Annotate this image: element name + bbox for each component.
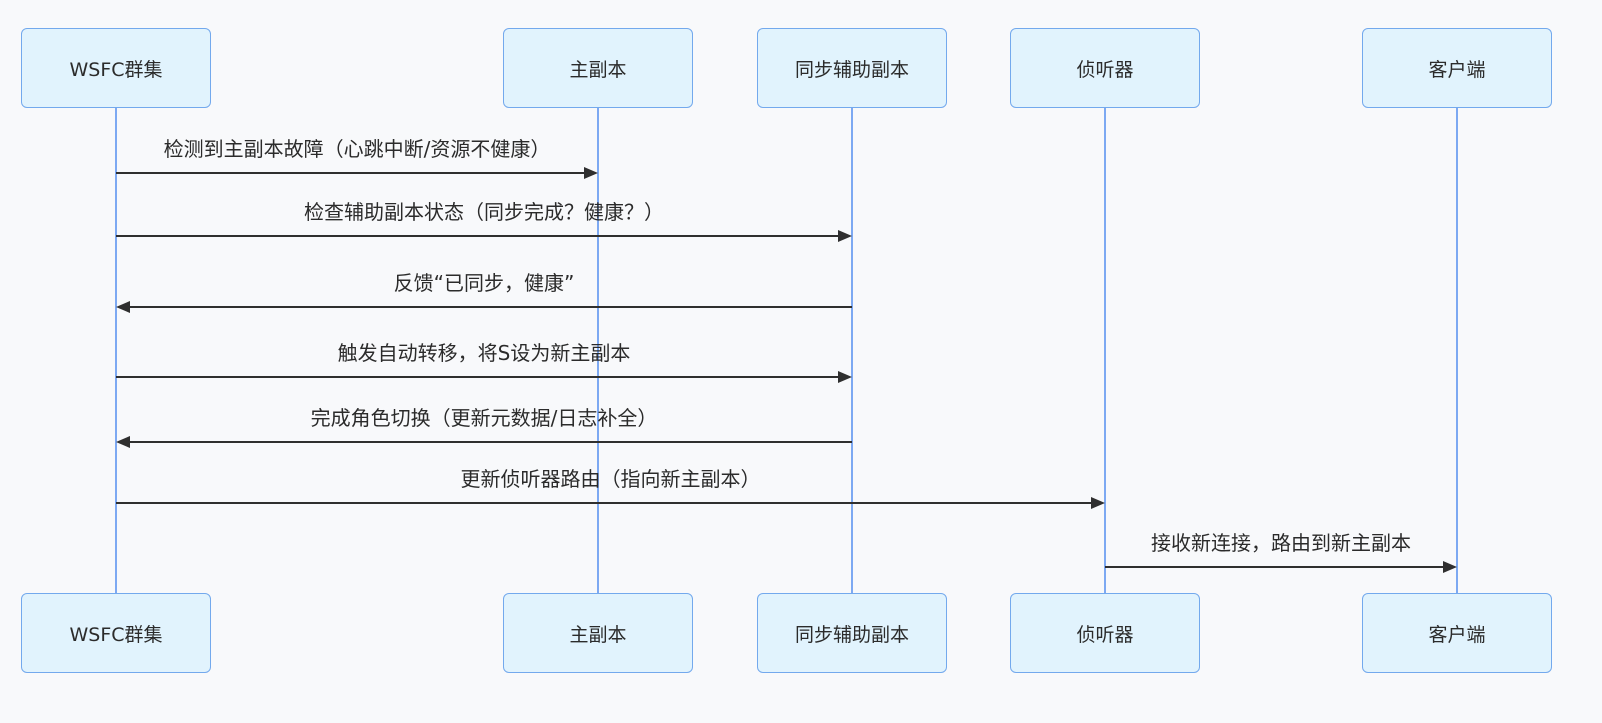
message-line-2 [116, 235, 840, 237]
message-label-7: 接收新连接，路由到新主副本 [1151, 531, 1411, 555]
message-label-2: 检查辅助副本状态（同步完成？健康？） [304, 200, 664, 224]
arrowhead-right-icon [838, 371, 852, 383]
message-line-3 [128, 306, 852, 308]
message-line-6 [116, 502, 1093, 504]
message-line-5 [128, 441, 852, 443]
arrowhead-left-icon [116, 301, 130, 313]
message-line-7 [1105, 566, 1445, 568]
lifeline-primary-replica [596, 108, 600, 593]
participant-sync-secondary-top: 同步辅助副本 [757, 28, 947, 108]
participant-primary-replica-bottom: 主副本 [503, 593, 693, 673]
arrowhead-right-icon [1443, 561, 1457, 573]
message-line-1 [116, 172, 586, 174]
participant-primary-replica-top: 主副本 [503, 28, 693, 108]
participant-sync-secondary-bottom: 同步辅助副本 [757, 593, 947, 673]
arrowhead-right-icon [838, 230, 852, 242]
message-label-5: 完成角色切换（更新元数据/日志补全） [310, 406, 658, 430]
arrowhead-right-icon [584, 167, 598, 179]
lifeline-listener [1103, 108, 1107, 593]
lifeline-sync-secondary [850, 108, 854, 593]
participant-listener-bottom: 侦听器 [1010, 593, 1200, 673]
lifeline-client [1455, 108, 1459, 593]
lifeline-wsfc-cluster [114, 108, 118, 593]
participant-client-bottom: 客户端 [1362, 593, 1552, 673]
arrowhead-right-icon [1091, 497, 1105, 509]
participant-listener-top: 侦听器 [1010, 28, 1200, 108]
message-label-6: 更新侦听器路由（指向新主副本） [460, 467, 761, 491]
message-label-3: 反馈“已同步，健康” [393, 271, 575, 295]
message-label-4: 触发自动转移，将S设为新主副本 [337, 341, 631, 365]
arrowhead-left-icon [116, 436, 130, 448]
participant-client-top: 客户端 [1362, 28, 1552, 108]
message-line-4 [116, 376, 840, 378]
message-label-1: 检测到主副本故障（心跳中断/资源不健康） [163, 137, 551, 161]
participant-wsfc-cluster-top: WSFC群集 [21, 28, 211, 108]
participant-wsfc-cluster-bottom: WSFC群集 [21, 593, 211, 673]
